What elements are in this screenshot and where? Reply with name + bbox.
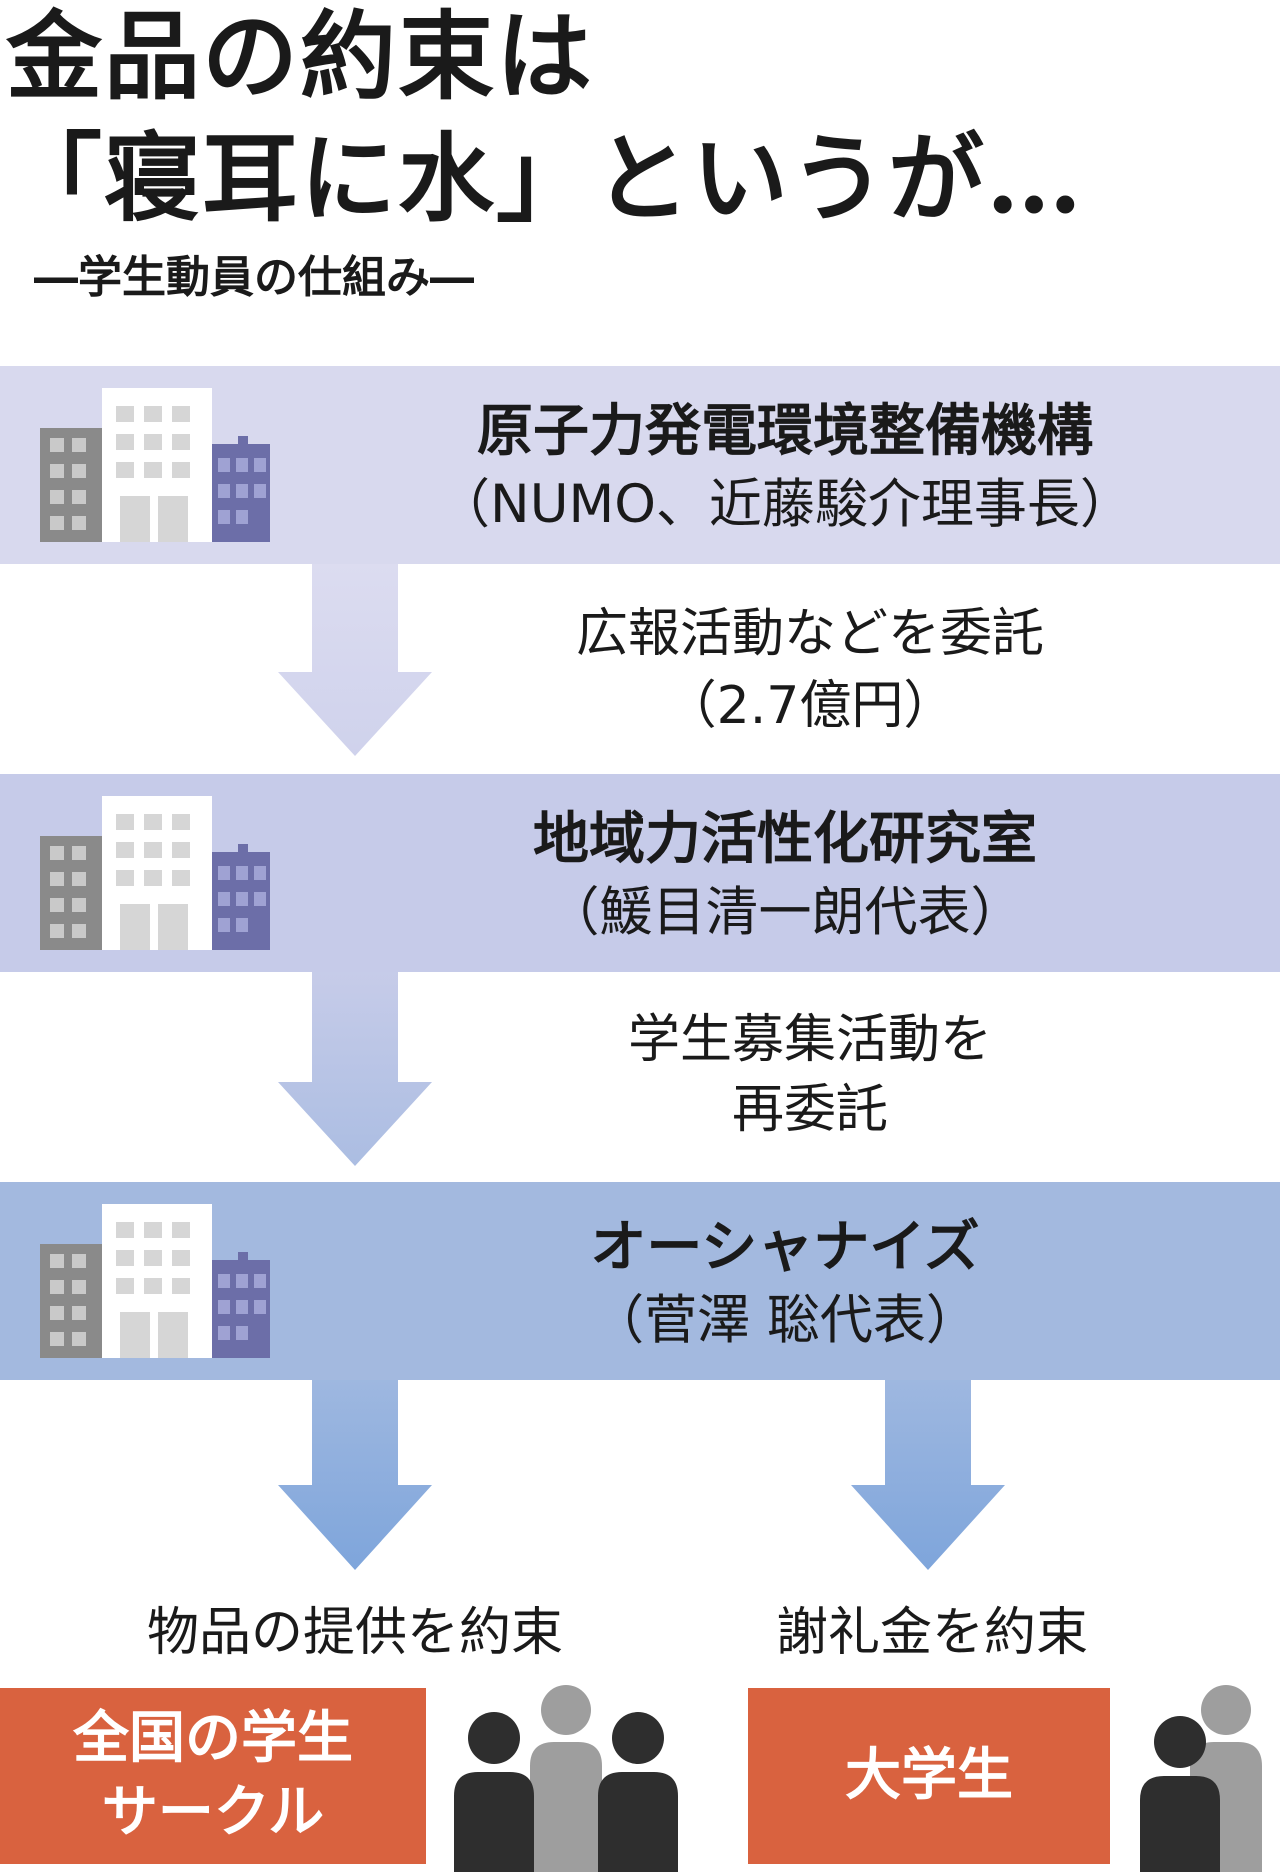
- org-representative: （菅澤 聡代表）: [591, 1290, 979, 1351]
- step-label-1-line2: （2.7億円）: [664, 676, 956, 736]
- target-box-circles: 全国の学生 サークル: [0, 1688, 426, 1864]
- org-representative: （鰀目清一朗代表）: [546, 882, 1024, 943]
- people-icon: [454, 1685, 678, 1872]
- org-representative: （NUMO、近藤駿介理事長）: [437, 474, 1133, 535]
- org-name: 原子力発電環境整備機構: [477, 399, 1093, 464]
- org-band-oceanize: オーシャナイズ （菅澤 聡代表）: [0, 1182, 1280, 1380]
- arrow-down-2: [278, 968, 432, 1166]
- target-box-line1: 全国の学生: [73, 1706, 353, 1771]
- building-icon: [40, 1204, 270, 1358]
- step-label-2-line1: 学生募集活動を: [627, 1010, 992, 1070]
- arrow-down-1: [278, 560, 432, 756]
- people-icon: [1140, 1685, 1262, 1872]
- target-box-students: 大学生: [748, 1688, 1110, 1864]
- target-box-line2: サークル: [101, 1780, 325, 1845]
- promise-label-circles: 物品の提供を約束: [146, 1603, 563, 1663]
- org-name: オーシャナイズ: [590, 1215, 980, 1280]
- arrow-down-3a: [278, 1376, 432, 1570]
- promise-label-students: 謝礼金を約束: [775, 1603, 1088, 1663]
- org-name: 地域力活性化研究室: [533, 807, 1037, 872]
- arrow-down-3b: [851, 1376, 1005, 1570]
- title-line-2: 「寝耳に水」というが…: [6, 122, 1084, 235]
- title-line-1: 金品の約束は: [6, 0, 594, 113]
- target-box-line1: 大学生: [845, 1743, 1013, 1808]
- step-label-2-line2: 再委託: [731, 1080, 888, 1140]
- subtitle: ―学生動員の仕組み―: [34, 252, 474, 303]
- org-band-chiikiryoku: 地域力活性化研究室 （鰀目清一朗代表）: [0, 774, 1280, 972]
- org-band-numo: 原子力発電環境整備機構 （NUMO、近藤駿介理事長）: [0, 366, 1280, 564]
- building-icon: [40, 388, 270, 542]
- building-icon: [40, 796, 270, 950]
- step-label-1-line1: 広報活動などを委託: [575, 604, 1044, 664]
